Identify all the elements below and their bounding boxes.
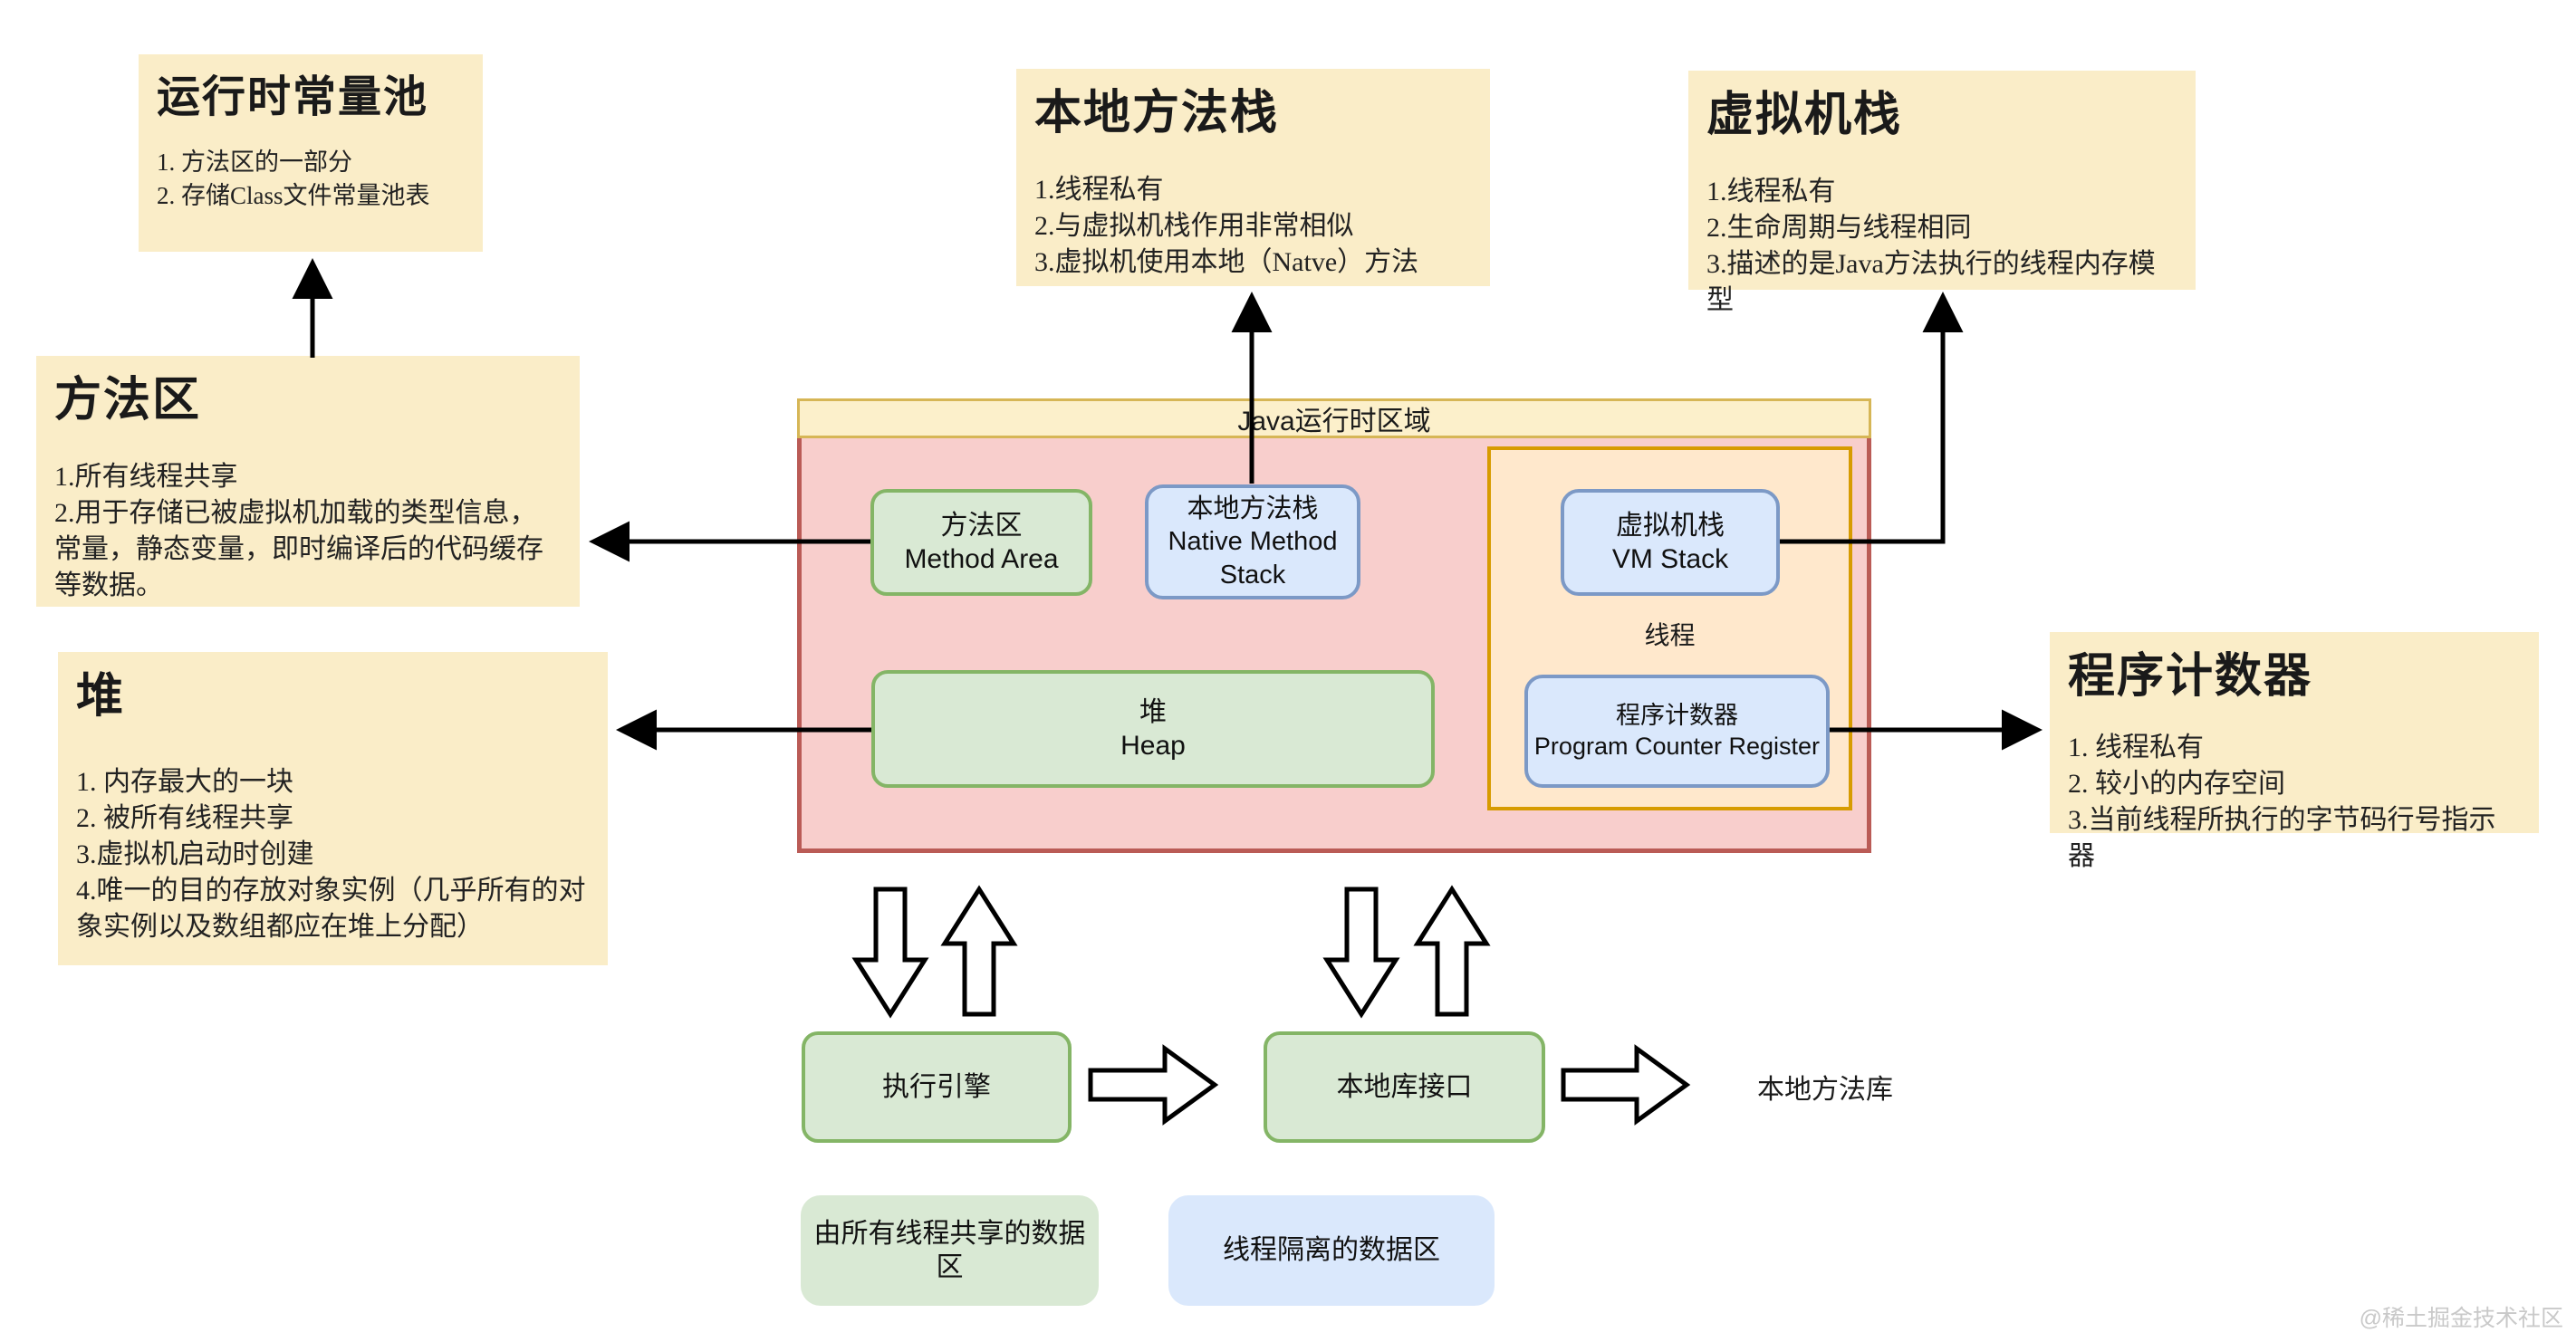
box-label-en: VM Stack bbox=[1611, 544, 1729, 574]
box-label: 执行引擎 bbox=[882, 1071, 991, 1102]
thread-label: 线程 bbox=[1644, 621, 1696, 649]
box-label-en: Native Method Stack bbox=[1168, 527, 1338, 590]
note-item: 2. 较小的内存空间 bbox=[2068, 768, 2285, 799]
note-runtime-constant-pool: 运行时常量池 1. 方法区的一部分 2. 存储Class文件常量池表 bbox=[139, 54, 483, 252]
java-runtime-area-header: Java运行时区域 bbox=[797, 398, 1871, 438]
legend-label: 线程隔离的数据区 bbox=[1223, 1235, 1440, 1266]
note-item: 2. 存储Class文件常量池表 bbox=[157, 182, 430, 210]
note-item: 1. 方法区的一部分 bbox=[157, 149, 352, 177]
note-vm-stack: 虚拟机栈 1.线程私有 2.生命周期与线程相同 3.描述的是Java方法执行的线… bbox=[1688, 71, 2196, 315]
box-label-en: Method Area bbox=[904, 544, 1059, 574]
java-runtime-area-title: Java运行时区域 bbox=[1237, 407, 1431, 436]
box-label-en: Heap bbox=[1120, 731, 1186, 761]
note-title: 堆 bbox=[76, 671, 126, 723]
label-native-libraries: 本地方法库 bbox=[1757, 1075, 1893, 1105]
box-label-cn: 本地方法栈 bbox=[1187, 494, 1319, 524]
hollow-arrow-right-1 bbox=[1088, 1044, 1219, 1126]
note-item: 1. 线程私有 bbox=[2068, 732, 2204, 762]
box-label-cn: 程序计数器 bbox=[1616, 701, 1738, 729]
box-heap: 堆 Heap bbox=[871, 670, 1435, 788]
box-method-area: 方法区 Method Area bbox=[870, 489, 1092, 596]
legend-shared-data-area: 由所有线程共享的数据区 bbox=[801, 1195, 1099, 1306]
box-native-interface: 本地库接口 bbox=[1264, 1031, 1545, 1143]
note-item: 1. 内存最大的一块 bbox=[76, 766, 293, 797]
box-native-method-stack: 本地方法栈 Native Method Stack bbox=[1145, 484, 1360, 599]
box-label-en: Program Counter Register bbox=[1533, 732, 1821, 760]
box-label-cn: 虚拟机栈 bbox=[1616, 510, 1725, 541]
note-program-counter: 程序计数器 1. 线程私有 2. 较小的内存空间 3.当前线程所执行的字节码行号… bbox=[2050, 632, 2539, 871]
note-title: 程序计数器 bbox=[2068, 651, 2313, 703]
watermark: @稀土掘金技术社区 bbox=[2359, 1306, 2563, 1331]
note-item: 2.生命周期与线程相同 bbox=[1706, 212, 1972, 243]
hollow-arrow-up-1 bbox=[940, 885, 1018, 1017]
hollow-arrow-up-2 bbox=[1413, 885, 1491, 1017]
box-label-cn: 方法区 bbox=[940, 510, 1023, 541]
note-title: 运行时常量池 bbox=[157, 73, 429, 121]
note-item: 3.虚拟机使用本地（Natve）方法 bbox=[1034, 246, 1419, 277]
note-method-area: 方法区 1.所有线程共享 2.用于存储已被虚拟机加载的类型信息，常量，静态变量，… bbox=[36, 356, 580, 607]
box-vm-stack: 虚拟机栈 VM Stack bbox=[1561, 489, 1780, 596]
note-item: 2.与虚拟机栈作用非常相似 bbox=[1034, 210, 1354, 241]
hollow-arrow-right-2 bbox=[1561, 1044, 1691, 1126]
legend-thread-isolated-area: 线程隔离的数据区 bbox=[1168, 1195, 1495, 1306]
hollow-arrow-down-2 bbox=[1322, 887, 1400, 1019]
note-heap: 堆 1. 内存最大的一块 2. 被所有线程共享 3.虚拟机启动时创建 4.唯一的… bbox=[58, 652, 608, 965]
note-title: 方法区 bbox=[54, 375, 202, 427]
legend-label: 由所有线程共享的数据区 bbox=[813, 1218, 1086, 1283]
note-item: 4.唯一的目的存放对象实例（几乎所有的对象实例以及数组都应在堆上分配） bbox=[76, 875, 586, 942]
box-label-cn: 堆 bbox=[1139, 696, 1167, 727]
note-item: 3.虚拟机启动时创建 bbox=[76, 839, 314, 869]
note-title: 虚拟机栈 bbox=[1706, 90, 1903, 141]
note-item: 2. 被所有线程共享 bbox=[76, 802, 293, 833]
note-item: 1.线程私有 bbox=[1034, 174, 1164, 205]
note-native-method-stack: 本地方法栈 1.线程私有 2.与虚拟机栈作用非常相似 3.虚拟机使用本地（Nat… bbox=[1016, 69, 1490, 286]
note-item: 3.当前线程所执行的字节码行号指示器 bbox=[2068, 804, 2496, 871]
note-item: 3.描述的是Java方法执行的线程内存模型 bbox=[1706, 248, 2156, 315]
hollow-arrow-down-1 bbox=[851, 887, 929, 1019]
note-item: 1.线程私有 bbox=[1706, 176, 1836, 206]
box-program-counter-register: 程序计数器 Program Counter Register bbox=[1524, 675, 1830, 788]
box-label: 本地库接口 bbox=[1336, 1071, 1473, 1102]
note-item: 2.用于存储已被虚拟机加载的类型信息，常量，静态变量，即时编译后的代码缓存等数据… bbox=[54, 497, 543, 600]
note-item: 1.所有线程共享 bbox=[54, 461, 238, 492]
note-title: 本地方法栈 bbox=[1034, 88, 1280, 139]
box-execution-engine: 执行引擎 bbox=[802, 1031, 1072, 1143]
